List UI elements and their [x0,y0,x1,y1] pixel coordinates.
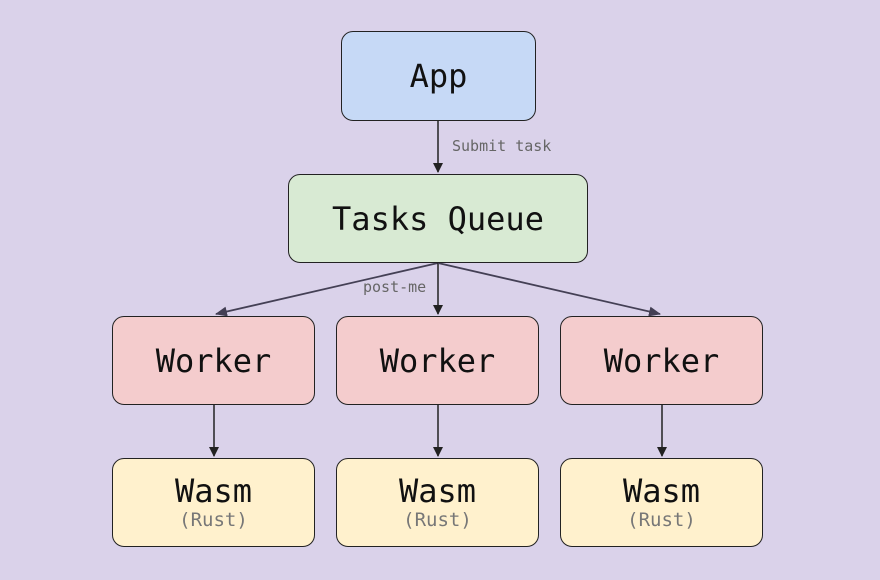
tasks-queue-label: Tasks Queue [332,199,544,238]
post-message-label: post-me [363,278,427,296]
app-node: App [341,31,536,121]
wasm-node-1: Wasm (Rust) [112,458,315,547]
app-node-label: App [409,57,468,95]
wasm-label: Wasm [622,472,701,510]
worker-node-3: Worker [560,316,763,405]
worker-label: Worker [155,341,272,380]
wasm-node-3: Wasm (Rust) [560,458,763,547]
wasm-sublabel: (Rust) [627,509,696,531]
submit-task-label: Submit task [452,137,552,155]
wasm-sublabel: (Rust) [179,509,248,531]
worker-node-1: Worker [112,316,315,405]
edge-queue-to-worker-3 [437,262,661,317]
tasks-queue-node: Tasks Queue [288,174,588,263]
worker-label: Worker [379,341,496,380]
worker-node-2: Worker [336,316,539,405]
worker-label: Worker [603,341,720,380]
wasm-label: Wasm [174,472,253,510]
wasm-label: Wasm [398,472,477,510]
wasm-node-2: Wasm (Rust) [336,458,539,547]
wasm-sublabel: (Rust) [403,509,472,531]
edge-queue-to-worker-1 [215,262,439,317]
